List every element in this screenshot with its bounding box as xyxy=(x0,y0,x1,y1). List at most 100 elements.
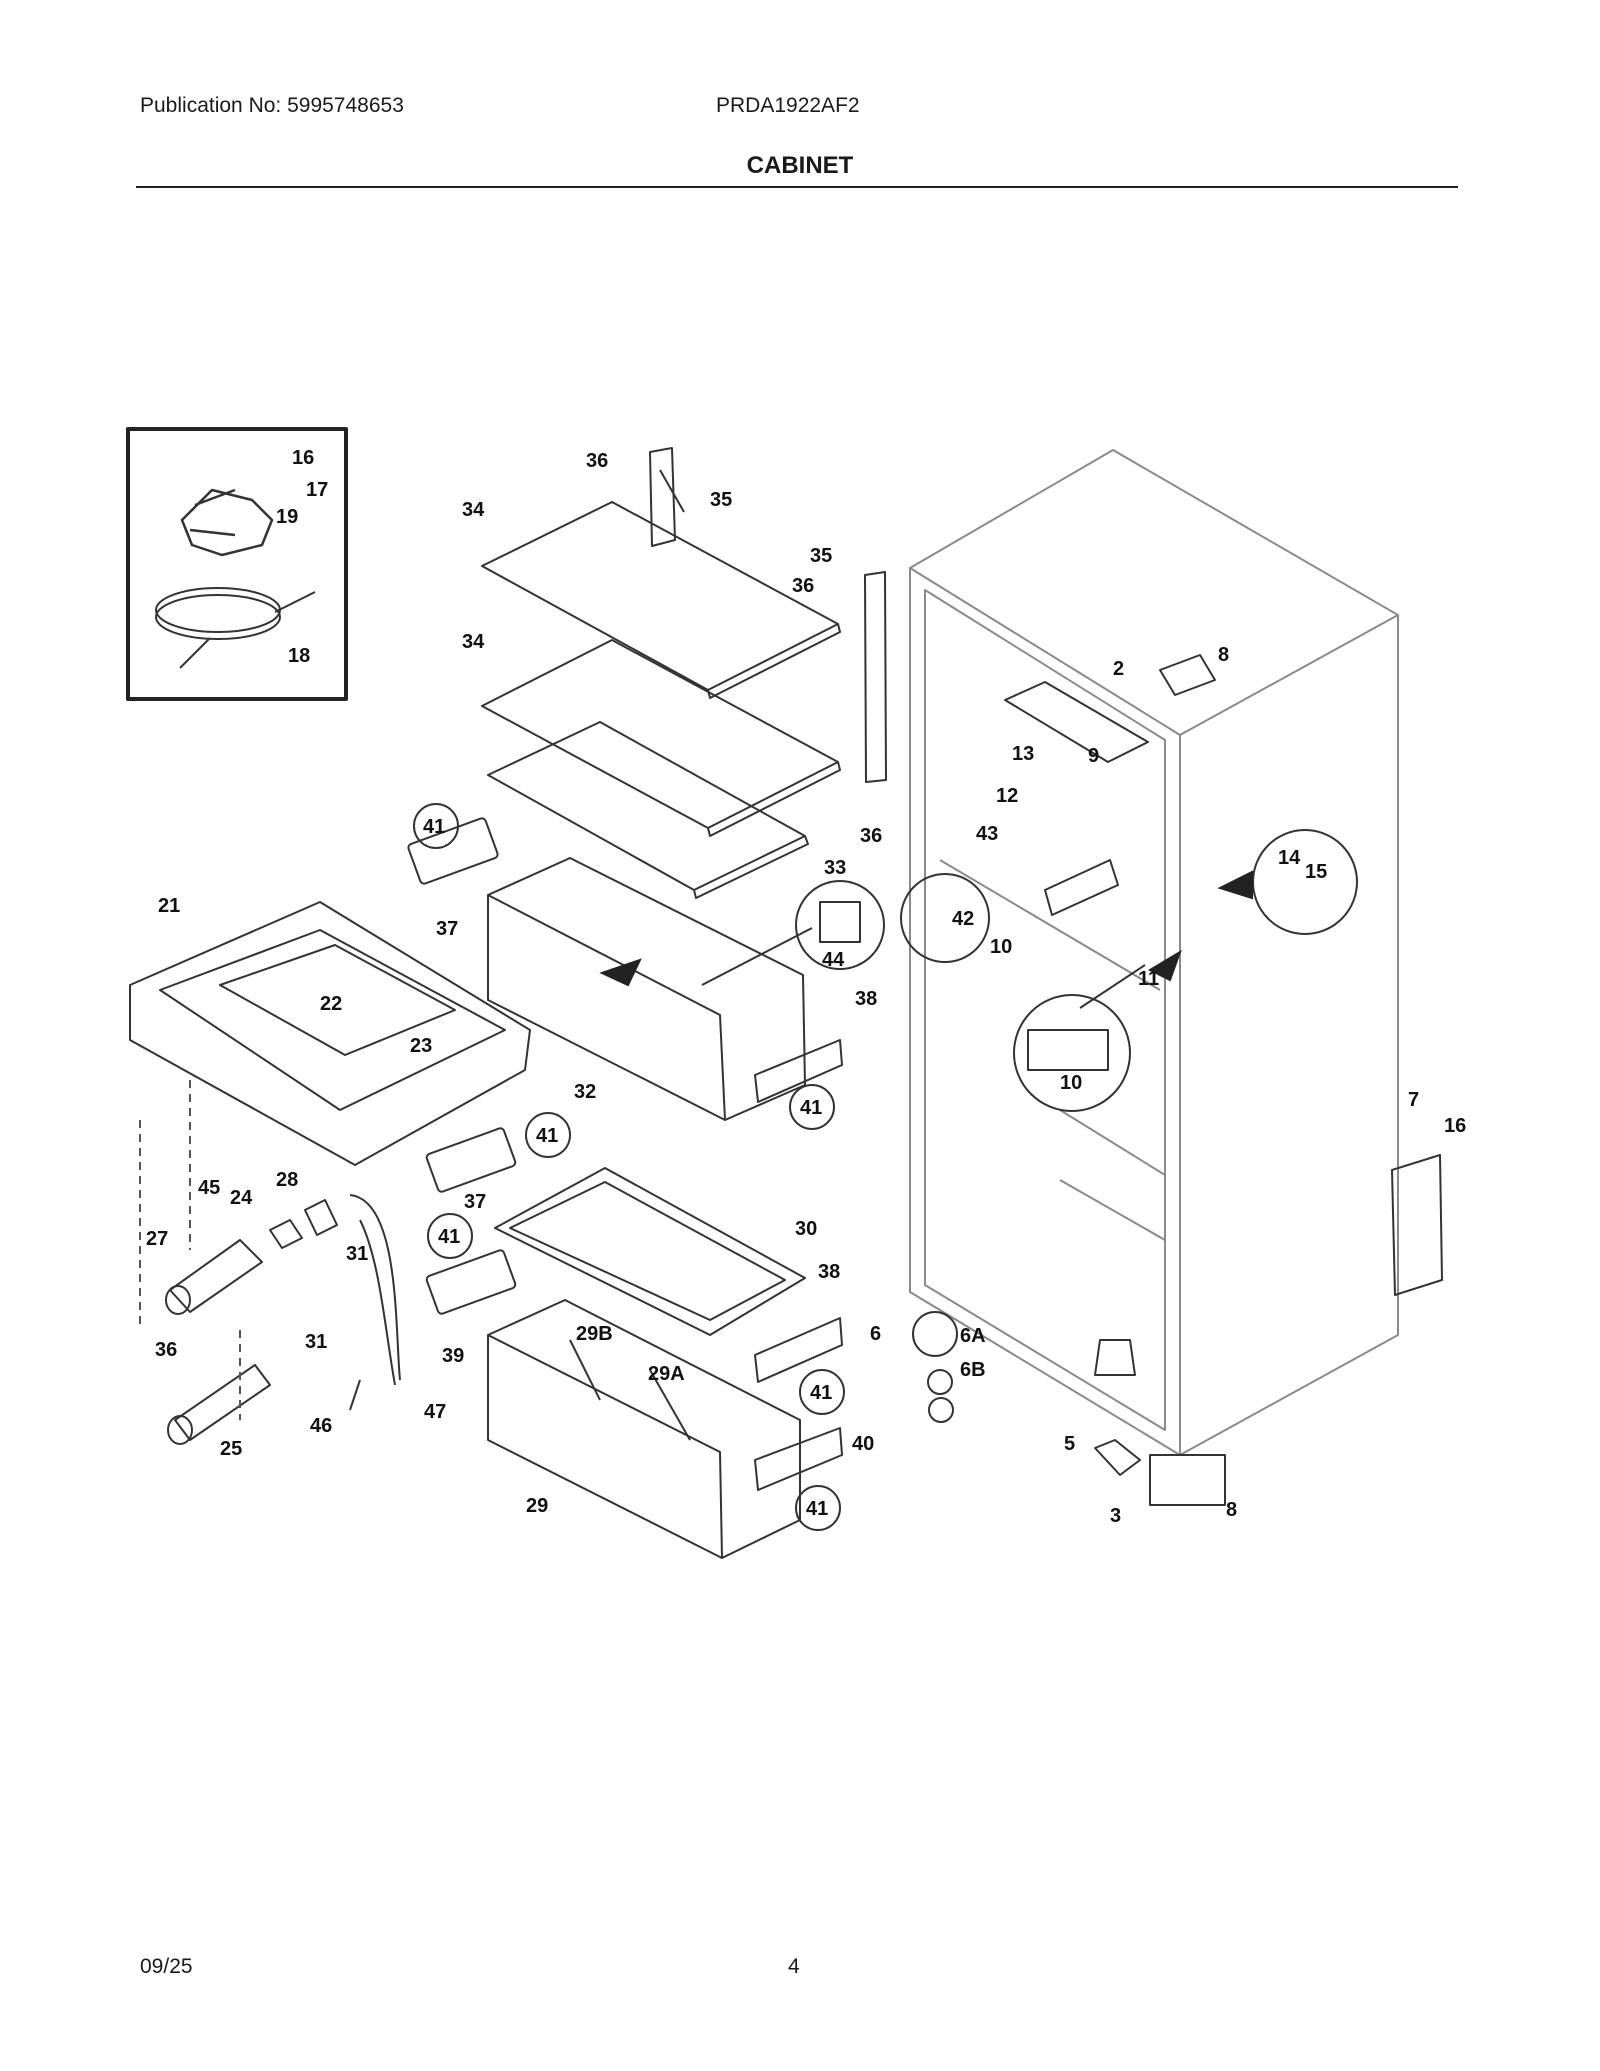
callout-label: 34 xyxy=(462,631,485,653)
rail-cover-part xyxy=(425,1127,517,1193)
callout-label: 41 xyxy=(800,1097,822,1119)
detail-circle-10 xyxy=(1013,994,1131,1112)
filter-bracket-part xyxy=(269,1199,338,1249)
header-rule xyxy=(136,186,1458,188)
callout-label: 30 xyxy=(795,1218,817,1240)
callout-label: 47 xyxy=(424,1401,446,1423)
callout-label: 23 xyxy=(410,1035,432,1057)
callout-label: 8 xyxy=(1218,644,1229,666)
drawer-rail-cover-part xyxy=(407,817,499,885)
callout-label: 42 xyxy=(952,908,974,930)
hinge-cover-part xyxy=(1094,1439,1141,1476)
glass-shelf-bottom-part xyxy=(487,721,809,899)
callout-label: 7 xyxy=(1408,1089,1419,1111)
publication-date: 09/25 xyxy=(140,1955,193,1978)
callout-label: 34 xyxy=(462,499,485,521)
callout-label: 35 xyxy=(810,545,832,567)
detail-circle-42 xyxy=(900,873,990,963)
drawer-slide-lower xyxy=(754,1317,843,1491)
callout-label: 15 xyxy=(1305,861,1327,883)
glass-shelf-top-part xyxy=(481,501,841,699)
callout-label: 9 xyxy=(1088,745,1099,767)
callout-label: 37 xyxy=(436,918,458,940)
callout-label: 36 xyxy=(155,1339,177,1361)
callout-label: 27 xyxy=(146,1228,168,1250)
callout-label: 36 xyxy=(860,825,882,847)
glass-shelf-middle-part xyxy=(481,639,841,837)
callout-label: 6 xyxy=(870,1323,881,1345)
callout-label: 8 xyxy=(1226,1499,1237,1521)
callout-label: 38 xyxy=(818,1261,840,1283)
callout-label: 37 xyxy=(464,1191,486,1213)
drawer-slide-part xyxy=(754,1039,843,1103)
callout-label: 25 xyxy=(220,1438,242,1460)
callout-label: 10 xyxy=(1060,1072,1082,1094)
callout-label: 44 xyxy=(822,949,845,971)
publication-number: Publication No: 5995748653 xyxy=(140,94,404,117)
callout-label: 11 xyxy=(1138,968,1159,990)
callout-label: 36 xyxy=(586,450,608,472)
callout-label: 39 xyxy=(442,1345,464,1367)
water-filter-part xyxy=(174,1364,271,1441)
upper-drawer-part xyxy=(487,857,806,1121)
shelf-support-rail-right xyxy=(864,571,887,783)
page-number: 4 xyxy=(788,1955,800,1978)
callout-label: 46 xyxy=(310,1415,332,1437)
callout-label: 12 xyxy=(996,785,1018,807)
callout-label: 31 xyxy=(346,1243,368,1265)
callout-label: 41 xyxy=(806,1498,828,1520)
callout-label: 41 xyxy=(536,1125,558,1147)
crisper-cover-assembly xyxy=(129,901,531,1166)
lower-drawer-part xyxy=(487,1299,801,1559)
water-tube-part xyxy=(349,1194,401,1411)
kick-plate-part xyxy=(1391,1154,1443,1296)
crisper-pan-part xyxy=(494,1167,806,1336)
callout-label: 32 xyxy=(574,1081,596,1103)
callout-label: 45 xyxy=(198,1177,220,1199)
callout-label: 10 xyxy=(990,936,1012,958)
callout-label: 29A xyxy=(648,1363,685,1385)
callout-label: 6A xyxy=(960,1325,986,1347)
callout-label: 14 xyxy=(1278,847,1301,869)
leveler-part xyxy=(1094,1339,1136,1376)
callout-label: 41 xyxy=(438,1226,460,1248)
callout-label: 41 xyxy=(423,816,445,838)
ice-maker-harness-part xyxy=(180,488,274,557)
callout-label: 13 xyxy=(1012,743,1034,765)
callout-label: 5 xyxy=(1064,1433,1075,1455)
ice-maker-kit-inset xyxy=(126,427,348,701)
control-panel-part xyxy=(1004,681,1149,763)
callout-label: 17 xyxy=(306,479,328,501)
detail-circle-41 xyxy=(413,803,459,849)
detail-circle-44 xyxy=(795,880,885,970)
callout-label: 22 xyxy=(320,993,342,1015)
callout-label: 36 xyxy=(792,575,814,597)
callout-label: 21 xyxy=(158,895,180,917)
callout-label: 29B xyxy=(576,1323,613,1345)
callout-label: 2 xyxy=(1113,658,1124,680)
callout-label: 3 xyxy=(1110,1505,1121,1527)
callout-label: 33 xyxy=(824,857,846,879)
callout-label: 41 xyxy=(810,1382,832,1404)
callout-label: 16 xyxy=(1444,1115,1466,1137)
callout-label: 29 xyxy=(526,1495,548,1517)
callout-label: 19 xyxy=(276,506,298,528)
hinge-bracket-part xyxy=(1159,654,1216,696)
callout-label: 31 xyxy=(305,1331,327,1353)
callout-label: 28 xyxy=(276,1169,298,1191)
filter-housing-part xyxy=(169,1239,263,1313)
lamp-cover-part xyxy=(1044,859,1119,916)
model-number: PRDA1922AF2 xyxy=(716,94,860,117)
refrigerator-cabinet-outline xyxy=(909,449,1399,1456)
callout-label: 38 xyxy=(855,988,877,1010)
bottom-hinge-part xyxy=(1149,1454,1226,1506)
callout-label: 6B xyxy=(960,1359,986,1381)
callout-label: 16 xyxy=(292,447,314,469)
callout-label: 24 xyxy=(230,1187,253,1209)
callout-label: 35 xyxy=(710,489,732,511)
callout-label: 40 xyxy=(852,1433,874,1455)
callout-label: 18 xyxy=(288,645,310,667)
callout-labels: 16 17 19 18 36 35 34 35 36 34 36 33 41 3… xyxy=(146,447,1466,1527)
callout-label: 43 xyxy=(976,823,998,845)
